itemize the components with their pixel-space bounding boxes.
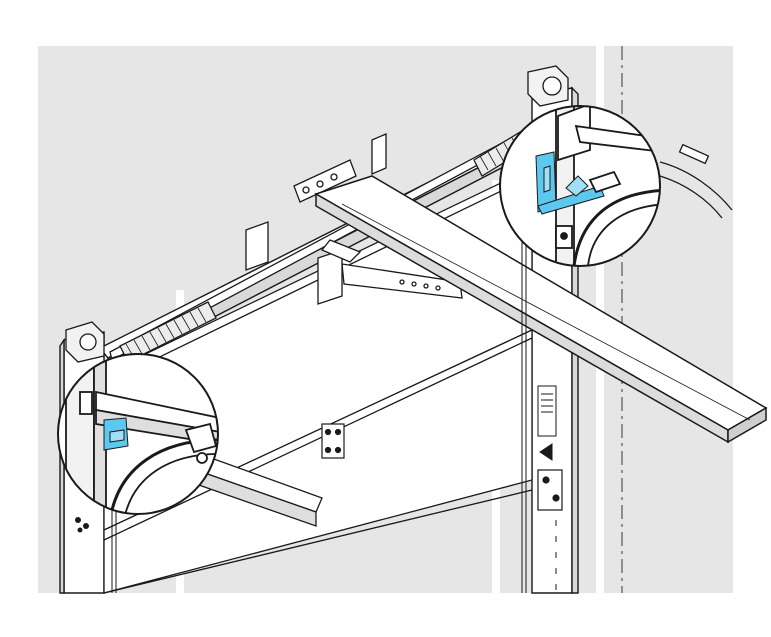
- fasteners: [75, 517, 89, 533]
- curved-track: [659, 143, 733, 219]
- door-hinges: [321, 423, 563, 511]
- spring-housings: [65, 65, 569, 363]
- wall-brackets: [245, 133, 387, 305]
- warning-label: [537, 385, 557, 461]
- right-detail-circle: [499, 105, 661, 267]
- torsion-spring-shaft: [109, 125, 539, 363]
- right-bracket-highlight: [535, 151, 605, 215]
- door-arm: [320, 239, 463, 299]
- left-detail-circle: [57, 353, 219, 515]
- left-bracket-highlight: [103, 417, 129, 451]
